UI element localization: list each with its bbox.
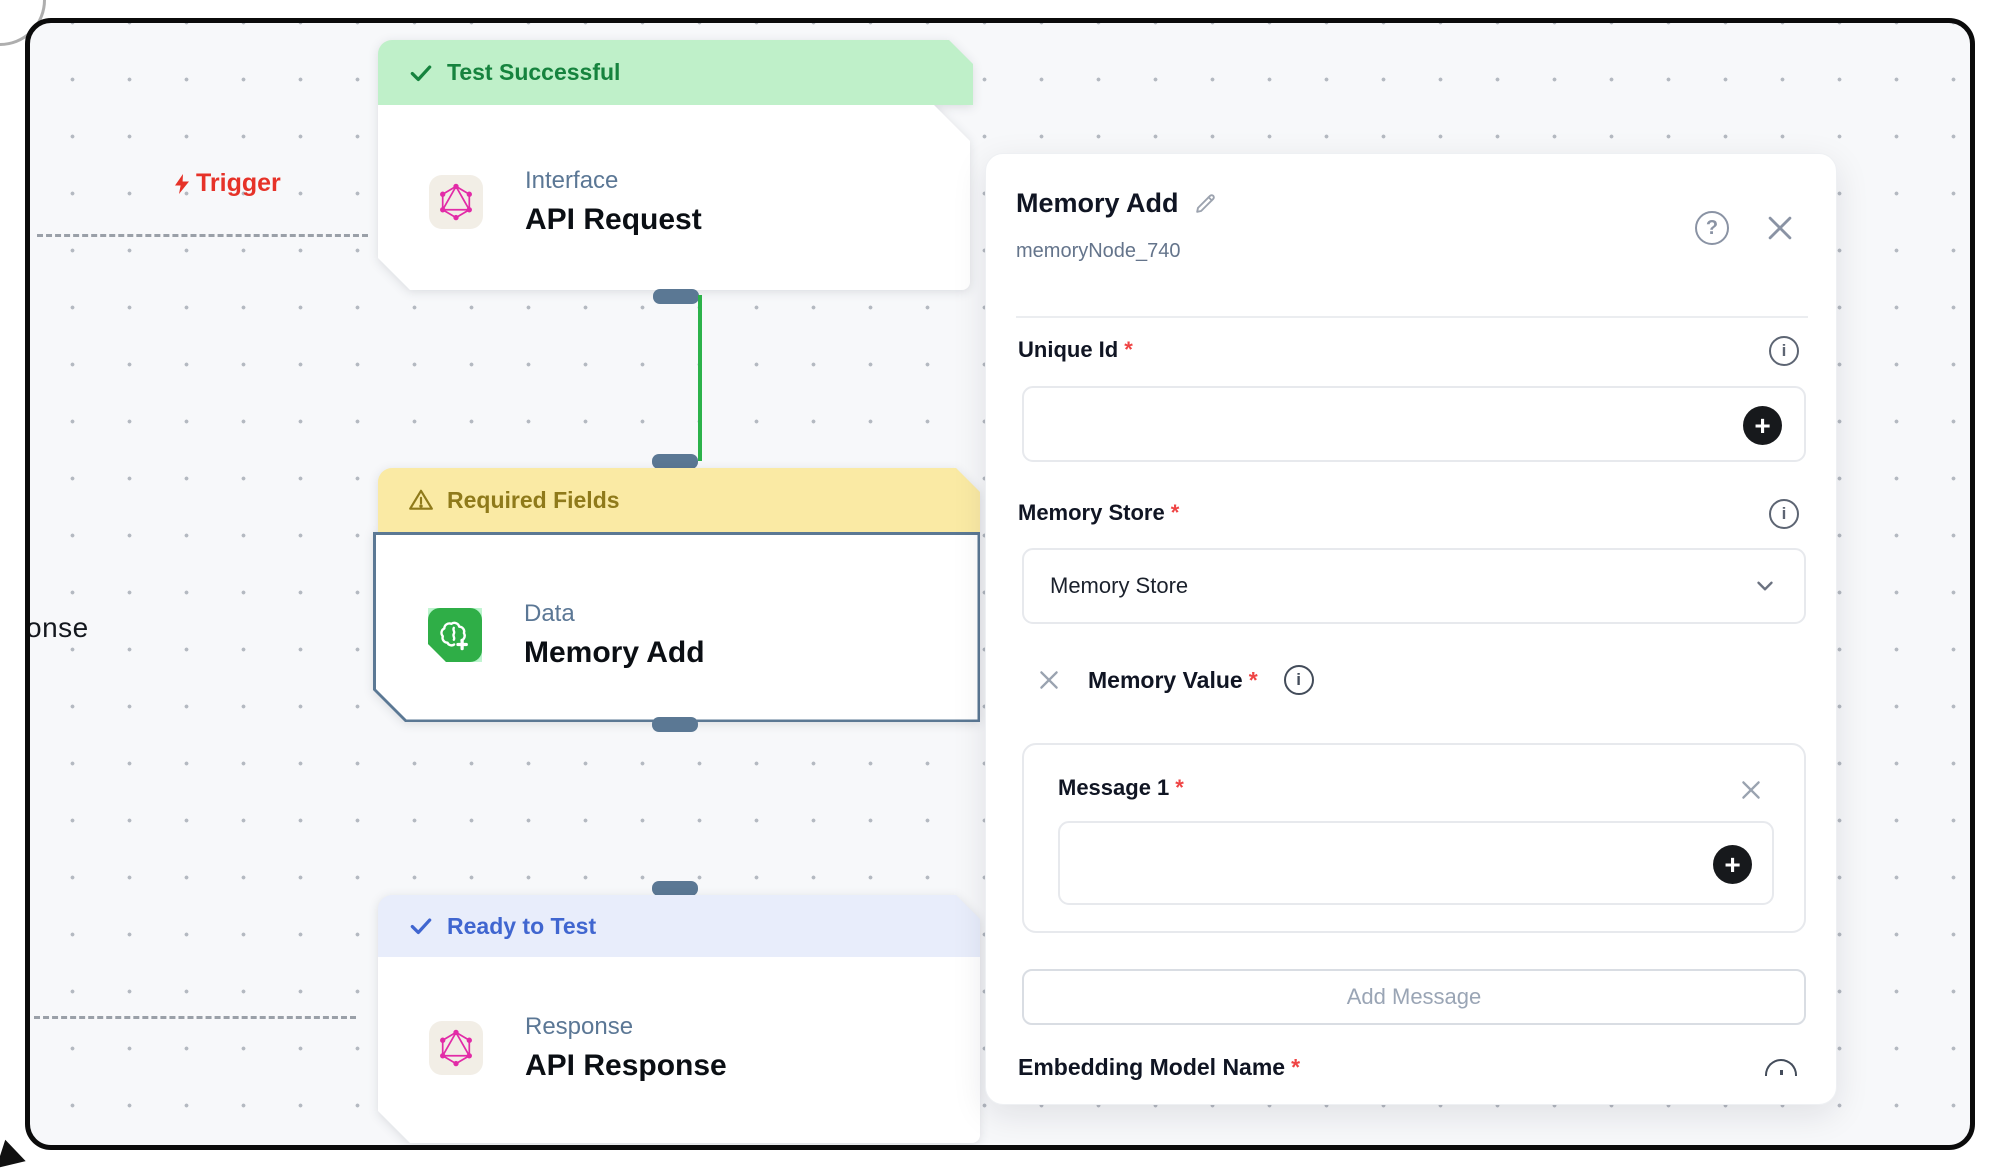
memory-store-label: Memory Store* (1018, 500, 1180, 525)
node-output-handle[interactable] (653, 289, 699, 304)
node-category: Data (524, 600, 575, 627)
remove-message-icon[interactable] (1738, 777, 1764, 803)
info-glyph: i (1781, 504, 1787, 523)
edge-success (698, 295, 702, 461)
info-icon-clipped (1765, 1059, 1797, 1076)
warning-icon (408, 487, 434, 513)
lightning-icon (175, 173, 189, 194)
clipped-node-label: onse (26, 612, 89, 643)
trigger-text: Trigger (196, 169, 281, 197)
graphql-icon-tile (429, 175, 483, 229)
node-id-label: memoryNode_740 (1016, 240, 1181, 262)
check-icon (408, 913, 434, 939)
trigger-dashed-edge (37, 234, 368, 237)
node-title: API Response (525, 1049, 727, 1082)
brain-plus-icon (436, 616, 474, 654)
add-variable-button[interactable]: + (1713, 845, 1752, 884)
node-memory-add[interactable]: Required Fields Data Memory Add (373, 468, 980, 532)
panel-divider (1016, 316, 1808, 318)
add-message-button[interactable]: Add Message (1022, 969, 1806, 1025)
status-text: Test Successful (447, 59, 621, 85)
info-icon[interactable]: i (1769, 499, 1799, 529)
panel-title: Memory Add (1016, 188, 1179, 218)
unique-id-label: Unique Id* (1018, 337, 1133, 362)
embedding-model-label: Embedding Model Name* (1018, 1054, 1301, 1080)
memory-add-icon-tile (428, 608, 482, 662)
node-status-banner-success: Test Successful (378, 40, 973, 105)
status-text: Ready to Test (447, 912, 597, 939)
node-title: Memory Add (524, 636, 705, 669)
memory-store-select[interactable]: Memory Store (1022, 548, 1806, 624)
memory-store-value: Memory Store (1050, 573, 1189, 598)
remove-memory-value-icon[interactable] (1036, 667, 1062, 693)
node-status-banner-info: Ready to Test (378, 895, 980, 957)
node-api-request[interactable]: Test Successful (378, 40, 973, 290)
unique-id-input[interactable]: + (1022, 386, 1806, 462)
help-glyph: ? (1705, 216, 1719, 239)
node-card[interactable]: Interface API Request (378, 105, 970, 290)
node-category: Response (525, 1013, 634, 1040)
node-card[interactable]: Response API Response (378, 957, 980, 1143)
mouse-cursor (0, 1139, 30, 1169)
add-variable-button[interactable]: + (1743, 406, 1782, 445)
graphql-icon-tile (429, 1021, 483, 1075)
info-glyph: i (1781, 341, 1787, 360)
help-icon[interactable]: ? (1695, 211, 1729, 245)
memory-value-label: Memory Value* (1088, 666, 1258, 693)
node-title: API Request (525, 203, 702, 236)
node-config-panel: Memory Add memoryNode_740 ? Unique Id* i… (985, 153, 1837, 1105)
chevron-down-icon (1757, 581, 1773, 591)
response-dashed-edge (34, 1016, 356, 1019)
info-icon[interactable]: i (1769, 336, 1799, 366)
message-card: Message 1* + (1022, 743, 1806, 933)
close-icon[interactable] (1763, 211, 1797, 245)
edit-title-icon[interactable] (1193, 191, 1218, 216)
node-input-handle[interactable] (652, 881, 698, 896)
node-category: Interface (525, 167, 619, 194)
trigger-label: Trigger (170, 169, 281, 198)
status-text: Required Fields (447, 486, 620, 513)
node-api-response[interactable]: Ready to Test (378, 895, 980, 1143)
node-status-banner-warning: Required Fields (378, 468, 980, 532)
message-label: Message 1* (1058, 775, 1184, 800)
node-output-handle[interactable] (652, 717, 698, 732)
info-glyph: i (1296, 670, 1301, 689)
info-icon[interactable]: i (1283, 665, 1314, 695)
workflow-canvas[interactable]: Trigger onse Test Successful (25, 18, 1975, 1150)
node-input-handle[interactable] (652, 454, 698, 469)
check-icon (408, 60, 434, 86)
graphql-icon (437, 1029, 475, 1067)
graphql-icon (437, 183, 475, 221)
message-input[interactable]: + (1058, 821, 1774, 905)
